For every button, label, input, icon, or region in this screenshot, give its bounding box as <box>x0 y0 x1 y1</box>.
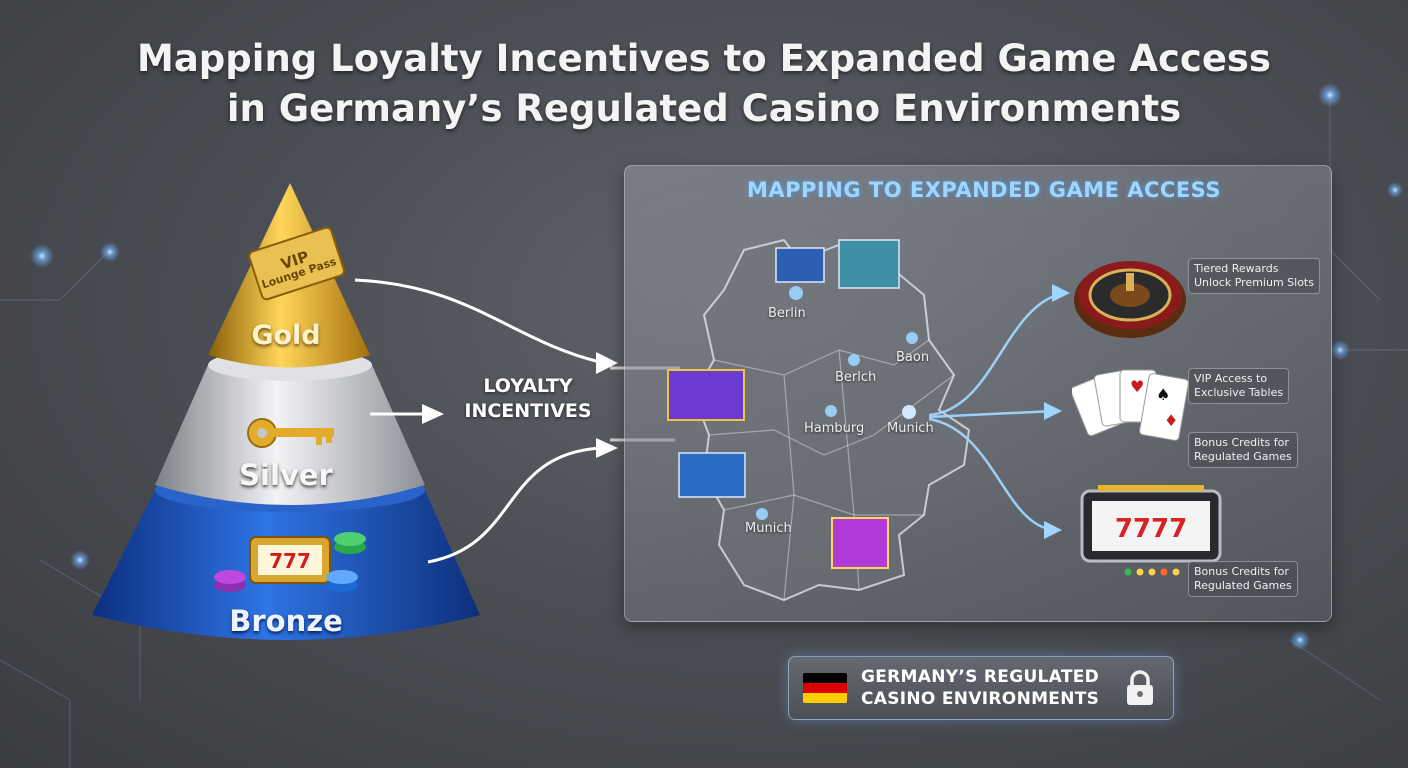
gold-label: Gold <box>251 320 321 351</box>
city-label: Berlch <box>835 370 877 385</box>
playing-cards-icon: ♥ ♠ ♦ <box>1072 369 1189 441</box>
germany-map <box>667 238 1070 602</box>
reward-line-1: VIP Access to <box>1194 372 1268 385</box>
gold-arrow <box>354 278 601 364</box>
svg-text:7777: 7777 <box>1115 514 1187 544</box>
reward-label-exclusive-tables: VIP Access to Exclusive Tables <box>1188 368 1290 404</box>
city-label: Munich <box>745 521 792 536</box>
loyalty-line-1: LOYALTY <box>483 375 573 397</box>
reward-line-2: Regulated Games <box>1194 579 1292 592</box>
badge-text: GERMANY’S REGULATED CASINO ENVIRONMENTS <box>861 666 1099 710</box>
bronze-arrow <box>427 446 601 564</box>
title-line-2: in Germany’s Regulated Casino Environmen… <box>226 87 1182 130</box>
lock-icon <box>1127 670 1153 705</box>
bronze-label: Bronze <box>229 604 343 638</box>
silver-label: Silver <box>239 458 333 492</box>
casino-building-icon <box>775 247 825 283</box>
casino-building-icon <box>831 517 889 569</box>
reward-line-1: Bonus Credits for <box>1194 436 1289 449</box>
reward-label-bonus-credits: Bonus Credits for Regulated Games <box>1188 432 1298 468</box>
svg-text:♥: ♥ <box>1130 377 1144 396</box>
svg-text:777: 777 <box>269 549 311 573</box>
page-title: Mapping Loyalty Incentives to Expanded G… <box>0 34 1408 134</box>
svg-text:♦: ♦ <box>1164 411 1178 430</box>
reward-label-bonus-credits: Bonus Credits for Regulated Games <box>1188 561 1298 597</box>
loyalty-pyramid: 777 <box>92 183 480 640</box>
city-label: Berlin <box>768 306 806 321</box>
city-label: Hamburg <box>804 421 865 436</box>
casino-building-icon <box>667 369 745 421</box>
badge-line-2: CASINO ENVIRONMENTS <box>861 689 1100 709</box>
reward-line-2: Regulated Games <box>1194 450 1292 463</box>
casino-building-icon <box>838 239 900 289</box>
map-heading: MAPPING TO EXPANDED GAME ACCESS <box>747 178 1221 202</box>
casino-building-icons <box>667 239 900 569</box>
reward-line-2: Exclusive Tables <box>1194 386 1284 399</box>
reward-line-1: Bonus Credits for <box>1194 565 1289 578</box>
reward-line-2: Unlock Premium Slots <box>1194 276 1314 289</box>
city-label: Baon <box>896 350 930 365</box>
casino-building-icon <box>678 452 746 498</box>
badge-line-1: GERMANY’S REGULATED <box>861 667 1100 687</box>
reward-line-1: Tiered Rewards <box>1194 262 1279 275</box>
slot-chips-icon: 777 <box>214 532 366 592</box>
germany-flag-icon <box>803 673 847 703</box>
city-label: Munich <box>887 421 934 436</box>
key-icon <box>247 418 334 448</box>
vip-card-icon <box>248 226 345 301</box>
loyalty-incentives-label: LOYALTY INCENTIVES <box>448 374 608 424</box>
regulated-environment-badge: GERMANY’S REGULATED CASINO ENVIRONMENTS <box>788 656 1174 720</box>
loyalty-line-2: INCENTIVES <box>464 400 592 422</box>
roulette-wheel-icon <box>1074 261 1186 338</box>
title-line-1: Mapping Loyalty Incentives to Expanded G… <box>137 37 1271 80</box>
slot-machine-icon: 7777 <box>1080 485 1222 576</box>
reward-label-premium-slots: Tiered Rewards Unlock Premium Slots <box>1188 258 1320 294</box>
city-markers <box>756 286 918 520</box>
svg-text:♠: ♠ <box>1156 385 1170 404</box>
